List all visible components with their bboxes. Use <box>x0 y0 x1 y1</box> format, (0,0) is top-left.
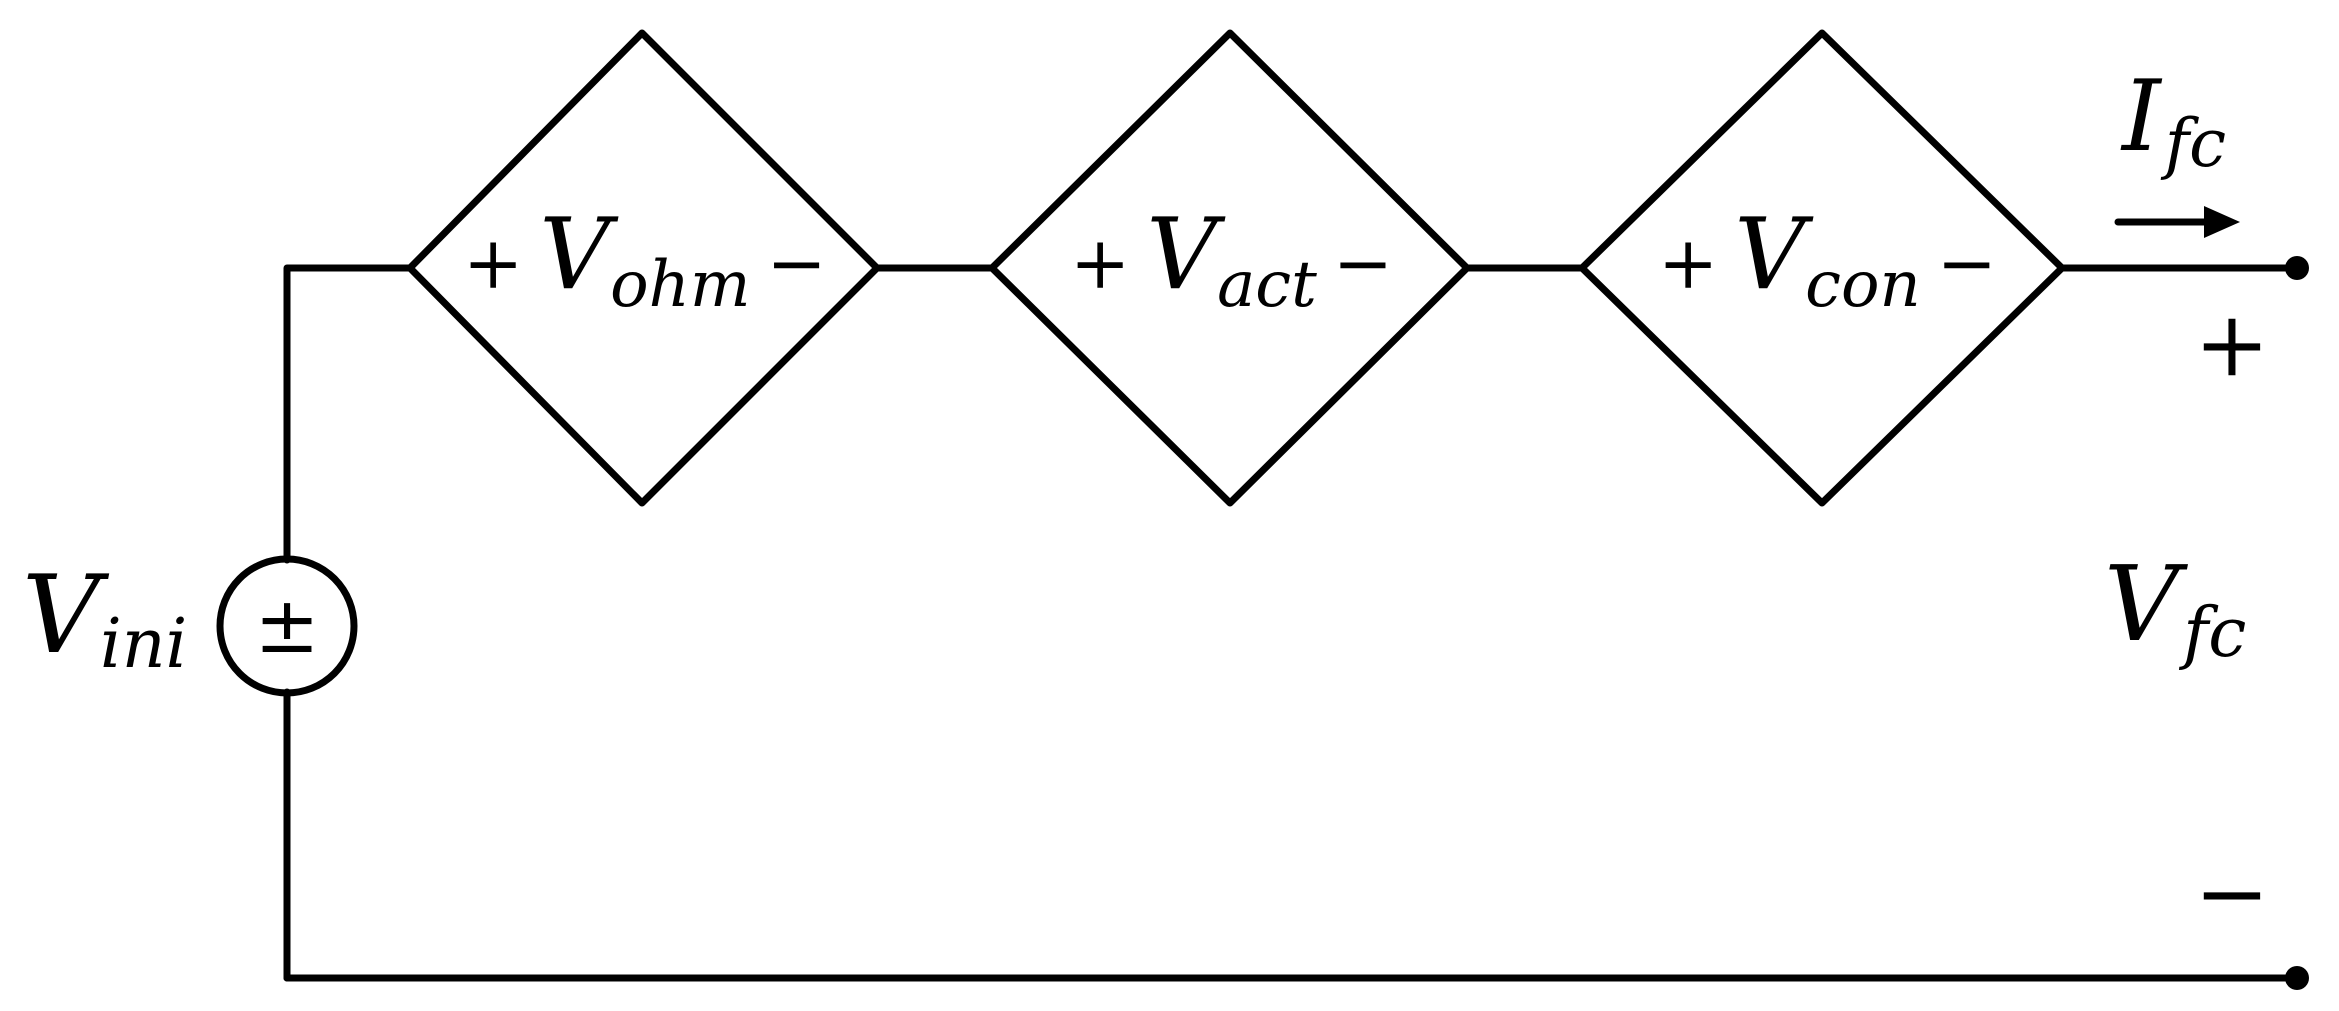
block-act-minus: − <box>1333 221 1393 305</box>
block-ohm-minus: − <box>767 221 827 305</box>
diamond-v-ohm <box>406 29 881 507</box>
block-con-sub: con <box>1805 248 1921 322</box>
block-ohm-label: +Vohm− <box>463 198 827 322</box>
output-plus-sign: + <box>2194 292 2269 397</box>
block-ohm-main: V <box>539 198 619 312</box>
current-label-main: I <box>2120 60 2163 174</box>
block-act-main: V <box>1146 198 1226 312</box>
current-label: Ifc <box>2120 60 2226 182</box>
block-con-minus: − <box>1937 221 1997 305</box>
block-act-label: +Vact− <box>1070 198 1393 322</box>
output-voltage-main: V <box>2104 543 2188 665</box>
output-terminal-bottom <box>2285 966 2309 990</box>
output-terminal-top <box>2285 256 2309 280</box>
output-voltage-label: Vfc <box>2104 543 2246 673</box>
block-con-label: +Vcon− <box>1658 198 1997 322</box>
source-label-main: V <box>22 553 110 678</box>
top-left-wire <box>283 264 414 564</box>
block-act-plus: + <box>1070 221 1130 305</box>
block-ohm-plus: + <box>463 221 523 305</box>
diamond-v-act <box>988 29 1471 507</box>
block-act-sub: act <box>1217 248 1317 322</box>
source-label-sub: ini <box>100 605 187 684</box>
block-con-plus: + <box>1658 221 1718 305</box>
current-arrow-head <box>2204 206 2240 238</box>
output-voltage-sub: fc <box>2178 594 2246 673</box>
voltage-source-circle <box>216 555 358 697</box>
diamond-v-con <box>1578 29 2066 507</box>
current-label-sub: fc <box>2160 105 2226 182</box>
source-label: Vini <box>22 553 187 684</box>
voltage-source-symbol: ± <box>254 581 319 671</box>
block-con-main: V <box>1734 198 1814 312</box>
output-minus-sign: − <box>2194 841 2269 946</box>
block-ohm-sub: ohm <box>610 248 750 322</box>
